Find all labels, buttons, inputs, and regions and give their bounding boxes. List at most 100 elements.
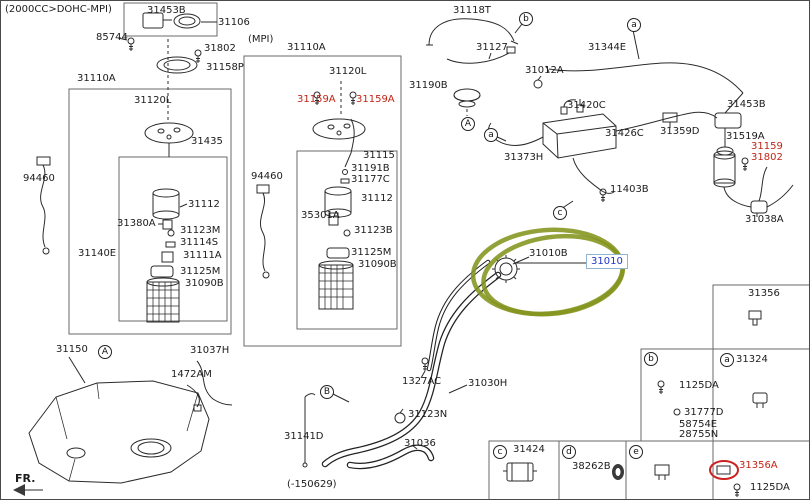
canister-drain-tube-icon bbox=[560, 157, 615, 210]
ring-31158P-icon bbox=[156, 56, 198, 74]
part-label-31140E: 31140E bbox=[78, 248, 117, 259]
part-label-31125M-left: 31125M bbox=[180, 266, 221, 277]
callout-a-joint: a bbox=[484, 128, 498, 142]
callout-B-pipe: B bbox=[320, 385, 334, 399]
tube-31038A-icon bbox=[723, 166, 794, 217]
callout-c-canister: c bbox=[553, 206, 567, 220]
part-label-31090B-left: 31090B bbox=[185, 278, 224, 289]
hose-31344E-icon bbox=[545, 62, 744, 114]
bolt-1125DA-icon bbox=[657, 380, 665, 395]
hose-1472AM-icon bbox=[186, 384, 202, 412]
pump-motor-31112-mpi-icon bbox=[324, 186, 352, 218]
fuel-cap-31010-icon bbox=[492, 255, 587, 283]
part-label-11403B: 11403B bbox=[610, 184, 649, 195]
part-label-31453B-right: 31453B bbox=[727, 99, 766, 110]
part-label-31110A-mpi: 31110A bbox=[287, 42, 326, 53]
part-label-31324: 31324 bbox=[736, 354, 768, 365]
clip-e-icon bbox=[654, 464, 670, 480]
sensor-31380A-icon bbox=[158, 219, 173, 230]
part-link-31010[interactable]: 31010 bbox=[586, 254, 628, 269]
part-label-31519A: 31519A bbox=[726, 131, 765, 142]
part-label-31123M: 31123M bbox=[180, 225, 221, 236]
date-code: (-150629) bbox=[287, 479, 337, 490]
strainer-31090B-left-icon bbox=[146, 277, 180, 323]
tube-31037H-icon bbox=[196, 360, 233, 406]
filter-31125M-mpi-icon bbox=[326, 247, 350, 259]
part-label-1327AC: 1327AC bbox=[402, 376, 442, 387]
variant-header: (2000CC>DOHC-MPI) bbox=[5, 4, 112, 15]
part-label-31038A: 31038A bbox=[745, 214, 784, 225]
pump-motor-31112-left-icon bbox=[152, 188, 188, 220]
part-label-31802-right: 31802 bbox=[751, 152, 783, 163]
part-label-31190B: 31190B bbox=[409, 80, 448, 91]
part-label-31141D: 31141D bbox=[284, 431, 324, 442]
filter-canister-air-icon bbox=[713, 150, 736, 188]
part-label-31777D: 31777D bbox=[684, 407, 724, 418]
fuel-tank-icon bbox=[28, 356, 210, 484]
part-label-85744: 85744 bbox=[96, 32, 128, 43]
clip-31324-icon bbox=[752, 392, 768, 408]
part-label-1125DA-bottom: 1125DA bbox=[750, 482, 790, 493]
screw-85744-icon bbox=[127, 37, 135, 52]
part-label-31115: 31115 bbox=[363, 150, 395, 161]
bolt-11403B-icon bbox=[599, 188, 607, 203]
part-label-58754E: 58754E bbox=[679, 419, 718, 430]
harness-94460-mpi-icon bbox=[256, 184, 270, 279]
part-label-31112-left: 31112 bbox=[188, 199, 220, 210]
filter-31125M-left-icon bbox=[150, 265, 174, 278]
part-label-31037H: 31037H bbox=[190, 345, 230, 356]
clamp-31123N-icon bbox=[394, 408, 406, 424]
part-label-31344E: 31344E bbox=[588, 42, 627, 53]
part-label-94460-left: 94460 bbox=[23, 173, 55, 184]
hose-31118T-icon bbox=[426, 18, 523, 46]
part-label-31424: 31424 bbox=[513, 444, 545, 455]
part-label-31159A-right: 31159A bbox=[356, 94, 395, 105]
part-label-35301A: 35301A bbox=[301, 210, 340, 221]
grommet-38262B-icon bbox=[612, 464, 624, 480]
part-label-31112-mpi: 31112 bbox=[361, 193, 393, 204]
highlight-ellipse-green bbox=[470, 227, 626, 317]
bracket-31359D-icon bbox=[662, 112, 678, 128]
bolt-1125DA-bottom-icon bbox=[733, 483, 741, 498]
part-label-31010B: 31010B bbox=[529, 248, 568, 259]
part-label-31123N: 31123N bbox=[408, 409, 448, 420]
part-label-1472AM: 1472AM bbox=[171, 369, 212, 380]
part-31177C-icon bbox=[340, 178, 350, 184]
part-label-31159: 31159 bbox=[751, 141, 783, 152]
tube-31141D-icon bbox=[302, 393, 316, 468]
part-label-31123B: 31123B bbox=[354, 225, 393, 236]
part-label-94460-mpi: 94460 bbox=[251, 171, 283, 182]
pump-plate-mpi-icon bbox=[312, 118, 366, 140]
part-label-31159A-left: 31159A bbox=[297, 94, 336, 105]
part-label-28755N: 28755N bbox=[679, 429, 719, 440]
clip-31356-icon bbox=[748, 310, 762, 326]
section-boxes bbox=[68, 2, 402, 347]
hose-31127-icon bbox=[446, 46, 516, 64]
part-label-31426C: 31426C bbox=[605, 128, 644, 139]
part-label-31359D: 31359D bbox=[660, 126, 700, 137]
part-31191B-icon bbox=[342, 169, 348, 175]
harness-94460-left-icon bbox=[36, 156, 51, 255]
part-label-31110A-left: 31110A bbox=[77, 73, 116, 84]
part-label-31191B: 31191B bbox=[351, 163, 390, 174]
screw-31802-icon bbox=[194, 49, 202, 64]
callout-d-table: d bbox=[562, 445, 576, 459]
fr-label: FR. bbox=[15, 472, 36, 485]
pump-plate-31435-icon bbox=[144, 122, 194, 157]
canister-31420C-icon bbox=[542, 99, 617, 159]
part-label-1125DA-mid: 1125DA bbox=[679, 380, 719, 391]
part-label-31356A: 31356A bbox=[739, 460, 778, 471]
oring-31123M-icon bbox=[167, 229, 175, 237]
part-31114S-icon bbox=[165, 241, 176, 248]
canister-close-valve-icon bbox=[142, 12, 217, 29]
part-label-31111A: 31111A bbox=[183, 250, 222, 261]
part-label-31373H: 31373H bbox=[504, 152, 544, 163]
part-label-31435: 31435 bbox=[191, 136, 223, 147]
part-label-31120L-left: 31120L bbox=[134, 95, 172, 106]
pipe-31115-icon bbox=[344, 118, 355, 168]
bracket-31424-icon bbox=[503, 462, 537, 482]
callout-b-table: b bbox=[644, 352, 658, 366]
callout-b-hose: b bbox=[519, 12, 533, 26]
part-label-31106: 31106 bbox=[218, 17, 250, 28]
